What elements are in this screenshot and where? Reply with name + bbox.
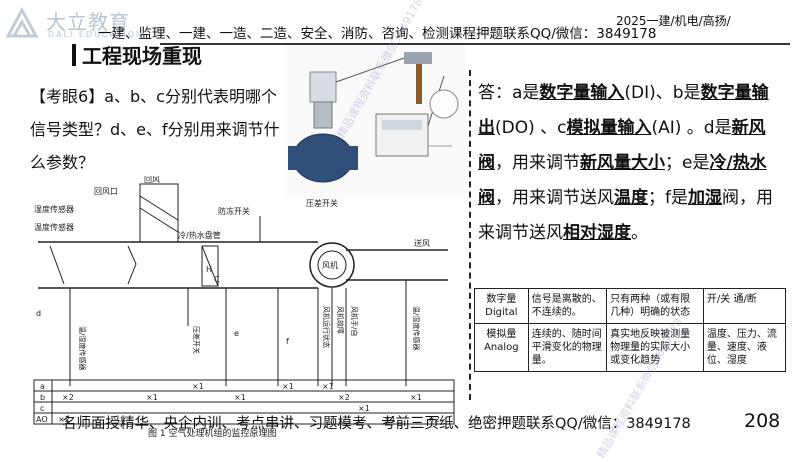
point-mark: ×1 — [192, 382, 204, 391]
answer-text: ，用来调节送风 — [495, 188, 614, 208]
label-c: C — [214, 275, 220, 284]
brand-logo-icon — [5, 6, 39, 38]
table-cell: 只有两种（或有限几种）明确的状态 — [606, 288, 704, 324]
label-return-air-outlet: 回风口 — [94, 187, 118, 196]
label-coil: 冷/热水盘管 — [178, 230, 221, 240]
header-divider — [160, 43, 790, 45]
point-mark: ×1 — [384, 415, 396, 424]
answer-text: ；e是 — [665, 153, 710, 173]
answer-key: 模拟量输入 — [566, 118, 652, 138]
brand-name-en: DALI EDUCATION — [48, 30, 144, 39]
answer-key: 温度 — [614, 188, 648, 208]
diagram-caption: 图 1 空气处理机组的监控原理图 — [148, 427, 276, 438]
point-mark: ×1 — [358, 404, 370, 413]
answer-key: 数字量输入 — [539, 83, 625, 103]
answer: 答：a是数字量输入(DI)、b是数字量输出(DO) 、c模拟量输入(AI) 。d… — [478, 76, 778, 251]
vlabel: 风机运行状态 — [322, 306, 331, 348]
answer-key: 冷/热水阀 — [478, 153, 767, 208]
label-antifreeze-switch: 防冻开关 — [218, 206, 250, 216]
point-mark: ×2 — [58, 415, 70, 424]
answer-key: 相对湿度 — [563, 223, 631, 243]
row-label-ao: AO — [36, 415, 48, 424]
table-cell: 数字量 Digital — [474, 288, 529, 324]
answer-key: 加湿 — [688, 188, 722, 208]
row-label-b: b — [40, 393, 45, 402]
answer-text: (DI)、b是 — [624, 83, 701, 103]
valve-photo — [284, 46, 466, 198]
row-label-a: a — [40, 382, 45, 391]
vertical-divider — [469, 70, 471, 400]
answer-key: 数字量输出 — [478, 83, 769, 138]
label-f: f — [286, 337, 289, 346]
title-accent — [72, 44, 76, 66]
label-dp-switch: 压差开关 — [306, 198, 338, 208]
page-number: 208 — [744, 410, 781, 432]
answer-text: 阀，用来调节送风 — [478, 188, 773, 243]
vlabel: 温/湿度传感器 — [78, 326, 87, 370]
table-cell: 信号是离散的、不连续的。 — [527, 288, 608, 324]
label-e: e — [234, 329, 239, 338]
point-mark: ×1 — [234, 393, 246, 402]
page-title: 工程现场重现 — [82, 44, 202, 68]
top-banner: 一建、监理、一建、一造、二造、安全、消防、咨询、检测课程押题联系QQ/微信：38… — [98, 26, 657, 42]
answer-text: 答：a是 — [478, 83, 540, 103]
point-mark: ×2 — [338, 393, 350, 402]
vlabel: 风机手/自 — [350, 306, 359, 336]
answer-key: 新风量大小 — [580, 153, 665, 173]
signal-type-table: 数字量 Digital 信号是离散的、不连续的。 只有两种（或有限几种）明确的状… — [474, 288, 787, 372]
question-text: a、b、c分别代表明哪个信号类型？d、e、f分别用来调节什么参数？ — [30, 87, 280, 172]
point-mark: ×2 — [428, 415, 440, 424]
row-label-c: c — [40, 404, 44, 413]
table-cell: 开/关 通/断 — [702, 288, 787, 324]
table-row: 数字量 Digital 信号是离散的、不连续的。 只有两种（或有限几种）明确的状… — [474, 288, 787, 324]
label-supply-air: 送风 — [414, 238, 430, 248]
answer-text: ，用来调节 — [495, 153, 580, 173]
label-fan: 风机 — [322, 260, 338, 270]
vlabel: 风机故障 — [336, 306, 345, 334]
brand-name: 大立教育 — [46, 10, 130, 34]
question: 【考眼6】a、b、c分别代表明哪个信号类型？d、e、f分别用来调节什么参数？ — [30, 80, 280, 179]
footer-banner: 名师面授精华、央企内训、考点串讲、习题模考、考前三页纸、绝密押题联系QQ/微信：… — [62, 416, 691, 432]
point-mark: ×1 — [282, 382, 294, 391]
course-tag: 2025一建/机电/高扬/ — [616, 14, 731, 28]
point-mark: ×2 — [62, 393, 74, 402]
answer-key: 新风阀 — [478, 118, 766, 173]
answer-text: 。 — [631, 223, 648, 243]
question-tag: 【考眼6】 — [30, 87, 105, 106]
label-d: d — [36, 309, 41, 318]
label-h: H — [206, 265, 212, 274]
ahu-schematic: 回风口 回风 湿度传感器 温度传感器 防冻开关 冷/热水盘管 压差开关 风机 送… — [33, 176, 455, 438]
vlabel: 温/湿度传感器 — [412, 306, 421, 350]
point-mark: ×1 — [322, 382, 334, 391]
answer-text: ；f是 — [648, 188, 688, 208]
table-row: 模拟量 Analog 连续的、随时间平滑变化的物理量。 真实地反映被测量物理量的… — [474, 323, 787, 372]
table-cell: 模拟量 Analog — [474, 323, 529, 372]
answer-text: (DO) 、c — [495, 118, 567, 138]
label-return-air: 回风 — [144, 176, 160, 184]
table-cell: 真实地反映被测量物理量的实际大小或变化趋势 — [606, 323, 704, 372]
label-temp-sensor: 温度传感器 — [34, 222, 74, 232]
point-mark: ×1 — [146, 393, 158, 402]
table-cell: 连续的、随时间平滑变化的物理量。 — [527, 323, 608, 372]
table-cell: 温度、压力、流量、速度、液位、湿度 — [702, 323, 787, 372]
answer-text: (AI) 。d是 — [651, 118, 732, 138]
label-humidity-sensor: 湿度传感器 — [34, 204, 74, 214]
point-mark: ×1 — [410, 393, 422, 402]
vlabel: 压差开关 — [192, 326, 201, 354]
